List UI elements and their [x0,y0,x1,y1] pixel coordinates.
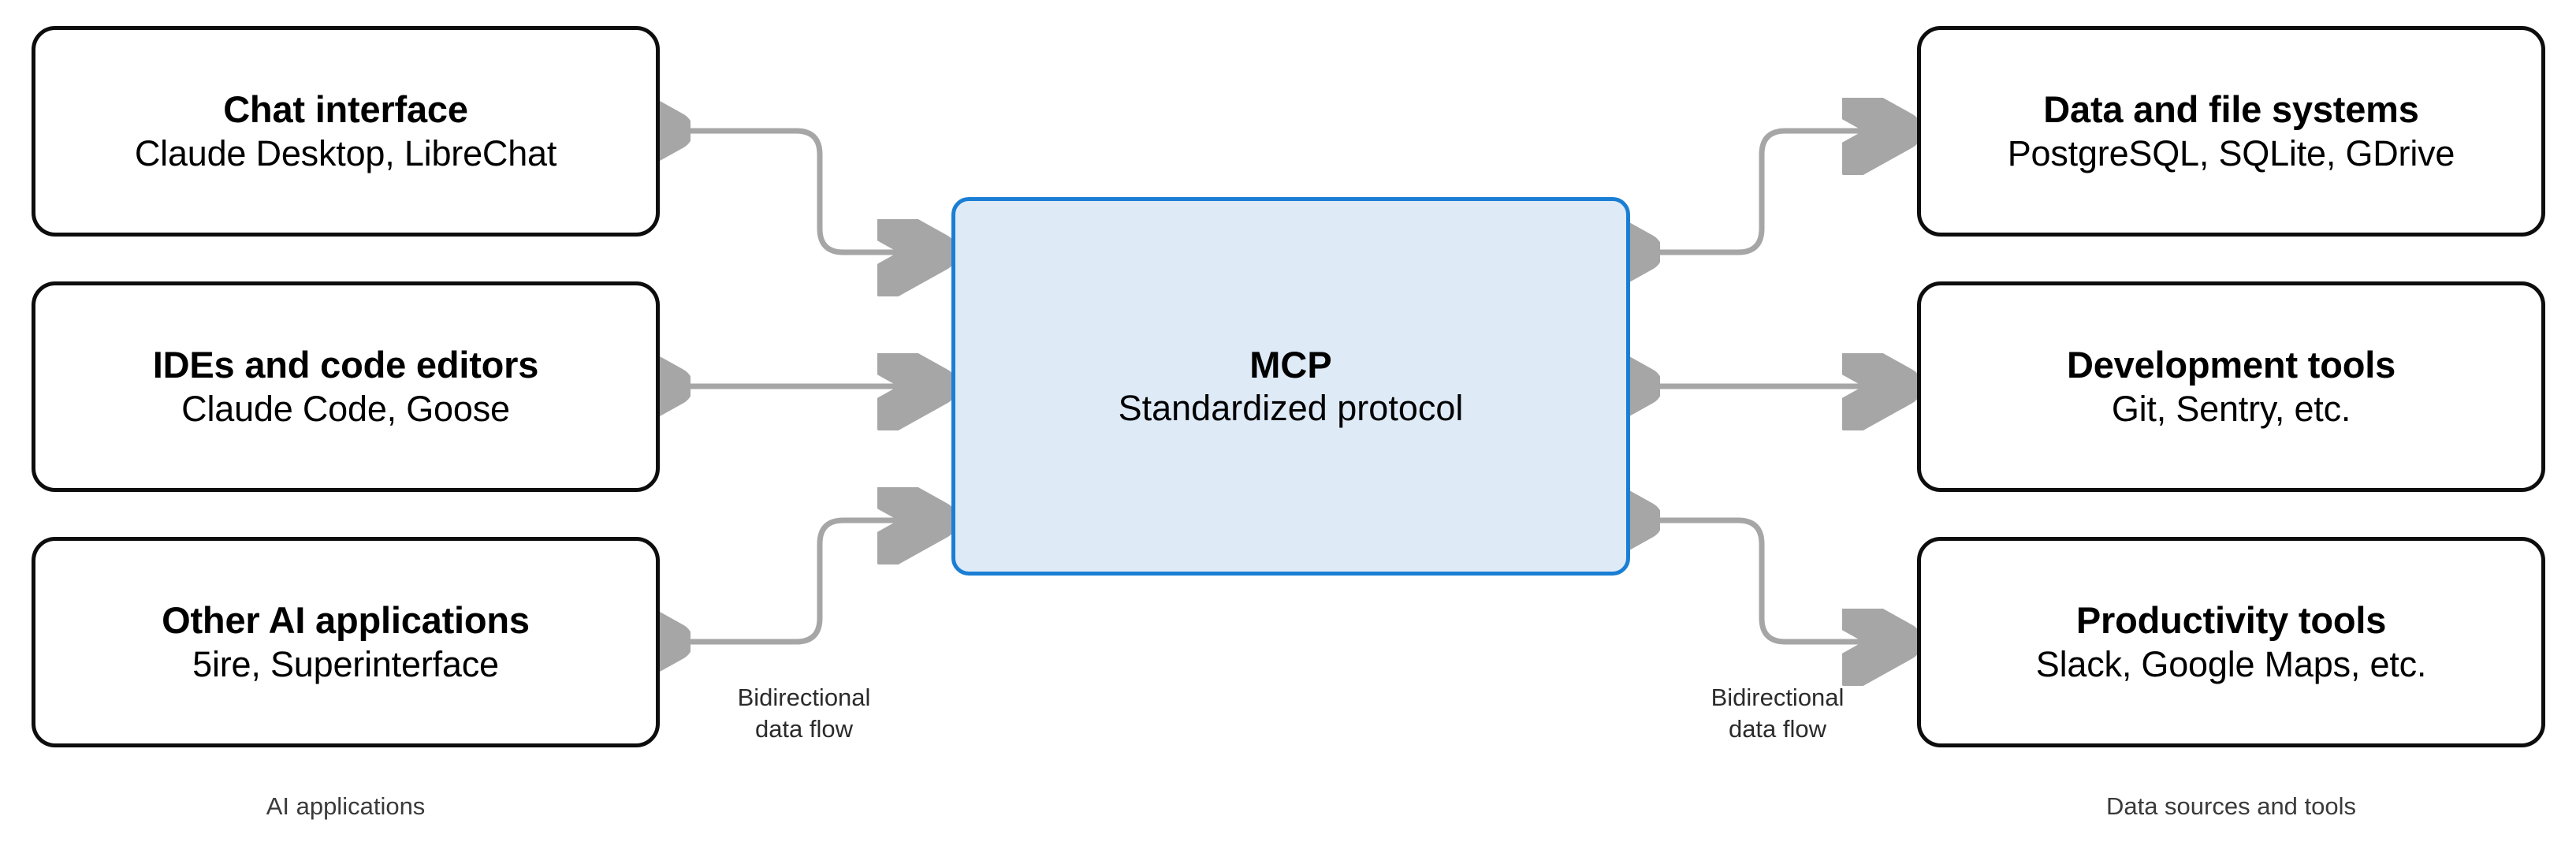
flow-label-right: Bidirectional data flow [1651,682,1904,744]
flow-label-left: Bidirectional data flow [678,682,930,744]
node-title: Development tools [2066,344,2396,386]
node-subtitle: Claude Desktop, LibreChat [134,132,557,173]
node-subtitle: Git, Sentry, etc. [2111,388,2351,429]
node-title: Chat interface [223,88,468,131]
node-subtitle: 5ire, Superinterface [192,643,499,684]
caption-data-sources-and-tools: Data sources and tools [2105,792,2357,820]
edge-mcp-to-data-file-systems [1644,131,1903,252]
node-chat-interface[interactable]: Chat interface Claude Desktop, LibreChat [32,26,660,237]
node-development-tools[interactable]: Development tools Git, Sentry, etc. [1917,281,2545,492]
mcp-subtitle: Standardized protocol [1118,388,1464,429]
edge-chat-interface-to-mcp [674,131,938,252]
mcp-title: MCP [1249,343,1332,386]
flow-label-left-line1: Bidirectional [737,684,871,711]
edge-mcp-to-productivity-tools [1644,520,1903,642]
node-productivity-tools[interactable]: Productivity tools Slack, Google Maps, e… [1917,537,2545,747]
flow-label-right-line1: Bidirectional [1711,684,1845,711]
node-other-ai-applications[interactable]: Other AI applications 5ire, Superinterfa… [32,537,660,747]
node-title: Data and file systems [2043,88,2419,131]
node-ides-and-code-editors[interactable]: IDEs and code editors Claude Code, Goose [32,281,660,492]
node-subtitle: Slack, Google Maps, etc. [2035,643,2427,684]
flow-label-left-line2: data flow [754,714,854,743]
node-subtitle: PostgreSQL, SQLite, GDrive [2007,132,2455,173]
node-title: IDEs and code editors [152,344,539,386]
edge-other-ai-apps-to-mcp [674,520,938,642]
node-subtitle: Claude Code, Goose [181,388,510,429]
node-title: Other AI applications [162,599,530,642]
caption-ai-applications: AI applications [266,792,426,820]
node-data-and-file-systems[interactable]: Data and file systems PostgreSQL, SQLite… [1917,26,2545,237]
node-mcp[interactable]: MCP Standardized protocol [951,197,1630,576]
flow-label-right-line2: data flow [1728,714,1827,743]
node-title: Productivity tools [2075,599,2387,642]
